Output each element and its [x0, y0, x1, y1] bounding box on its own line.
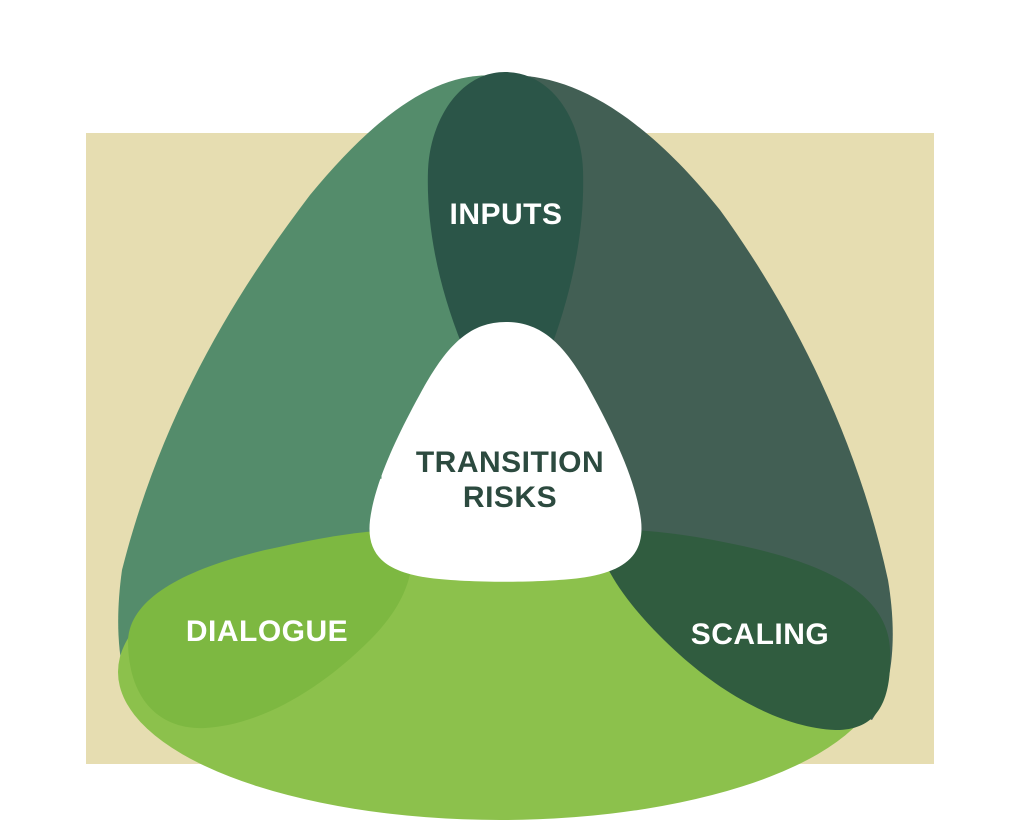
center-label-line-1: TRANSITION — [416, 446, 604, 479]
dialogue-label: DIALOGUE — [186, 615, 348, 648]
center-shape — [369, 322, 642, 582]
scaling-label: SCALING — [691, 618, 830, 651]
inputs-overlap — [427, 72, 584, 345]
dialogue-overlap — [128, 530, 412, 729]
inputs-label: INPUTS — [449, 198, 562, 231]
center-label-line-2: RISKS — [463, 481, 557, 514]
scaling-overlap — [596, 529, 891, 730]
